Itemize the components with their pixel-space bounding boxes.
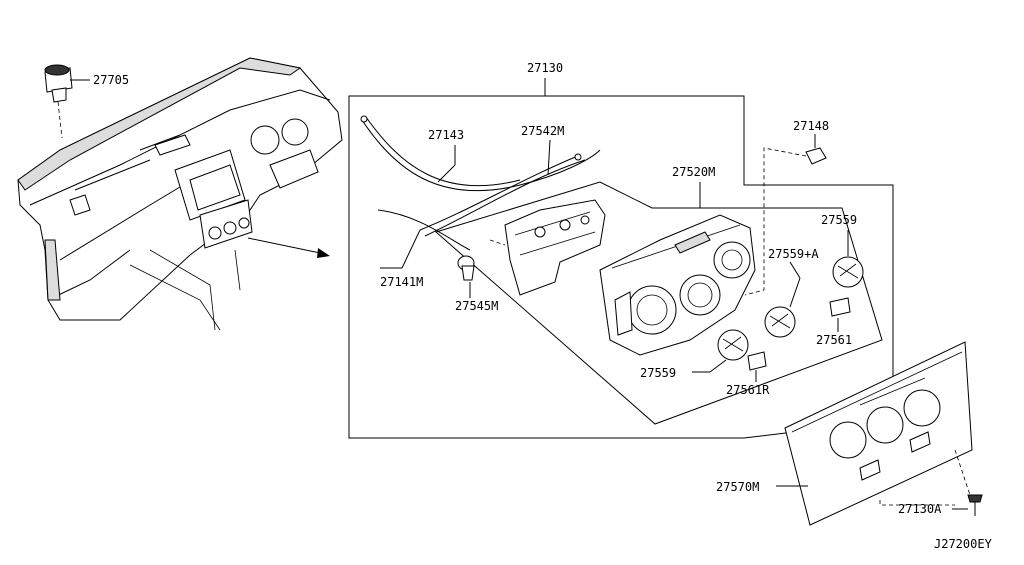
label-27705: 27705 — [93, 73, 129, 87]
knob-27559-top — [832, 230, 864, 288]
label-27561R: 27561R — [726, 383, 770, 397]
label-27130A: 27130A — [898, 502, 942, 516]
part-27148-clip — [744, 134, 827, 296]
button-27561 — [829, 297, 851, 332]
dashboard-illustration — [17, 57, 343, 331]
button-27561R — [747, 351, 767, 382]
screw-27130A — [879, 449, 983, 516]
cable-27141M — [377, 209, 471, 269]
label-27559-top: 27559 — [821, 213, 857, 227]
label-27520M: 27520M — [672, 165, 715, 179]
finisher-panel-27570M — [776, 341, 973, 526]
label-27559A: 27559+A — [768, 247, 819, 261]
cable-27542M — [419, 139, 586, 237]
knob-27559A — [764, 261, 801, 338]
label-27143: 27143 — [428, 128, 464, 142]
diagram-code: J27200EY — [934, 537, 993, 551]
label-27148: 27148 — [793, 119, 829, 133]
part-27545M — [457, 255, 475, 298]
label-27561: 27561 — [816, 333, 852, 347]
control-unit-27520M — [599, 214, 756, 356]
label-27570M: 27570M — [716, 480, 759, 494]
assembly-27520M-outline — [434, 181, 883, 425]
label-27542M: 27542M — [521, 124, 564, 138]
assembly-27130-outline — [348, 78, 894, 439]
label-27130: 27130 — [527, 61, 563, 75]
lever-bracket — [489, 199, 606, 296]
label-27559-bottom: 27559 — [640, 366, 676, 380]
label-27141M: 27141M — [380, 275, 423, 289]
cable-27143 — [360, 115, 601, 192]
part-27705-switch — [44, 64, 90, 139]
label-27545M: 27545M — [455, 299, 498, 313]
knob-27559-bottom — [692, 329, 749, 373]
